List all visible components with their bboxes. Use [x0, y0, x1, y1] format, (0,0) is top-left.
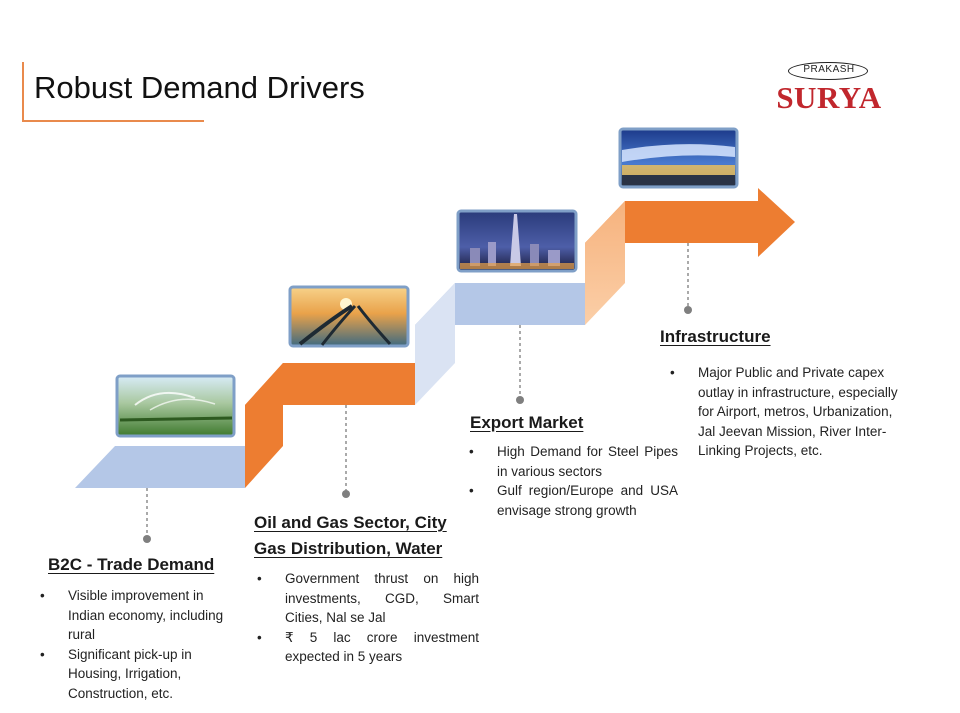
bullet-item: Gulf region/Europe and USA envisage stro… [466, 481, 678, 520]
sprinkler-field-photo [117, 376, 234, 436]
export-bullets: High Demand for Steel Pipes in various s… [466, 442, 678, 520]
heading-line: Oil and Gas Sector, City [254, 510, 447, 536]
bullet-item: Government thrust on high investments, C… [254, 569, 479, 628]
step-riser-2 [415, 283, 455, 405]
bullet-item: ₹ 5 lac crore investment expected in 5 y… [254, 628, 479, 667]
connector-dot-4 [684, 306, 692, 314]
connector-dot-3 [516, 396, 524, 404]
infrastructure-bullets: Major Public and Private capex outlay in… [667, 363, 907, 461]
city-skyline-photo [458, 211, 576, 271]
heading-line: Gas Distribution, Water [254, 536, 447, 562]
connector-dot-2 [342, 490, 350, 498]
bullet-item: High Demand for Steel Pipes in various s… [466, 442, 678, 481]
bullet-item: Major Public and Private capex outlay in… [667, 363, 907, 461]
bullet-item: Visible improvement in Indian economy, i… [37, 586, 232, 645]
b2c-bullets: Visible improvement in Indian economy, i… [37, 586, 232, 704]
step-riser-1 [245, 363, 283, 488]
connector-dot-1 [143, 535, 151, 543]
step-tread-1 [75, 446, 245, 488]
pipeline-sunset-photo [290, 287, 408, 346]
b2c-heading: B2C - Trade Demand [48, 552, 214, 578]
oil-gas-heading: Oil and Gas Sector, City Gas Distributio… [254, 510, 447, 562]
bullet-item: Significant pick-up in Housing, Irrigati… [37, 645, 232, 704]
infrastructure-heading: Infrastructure [660, 324, 771, 350]
airport-terminal-photo [620, 129, 737, 187]
oil-gas-bullets: Government thrust on high investments, C… [254, 569, 479, 667]
step-riser-3 [585, 201, 625, 325]
export-heading: Export Market [470, 410, 583, 436]
